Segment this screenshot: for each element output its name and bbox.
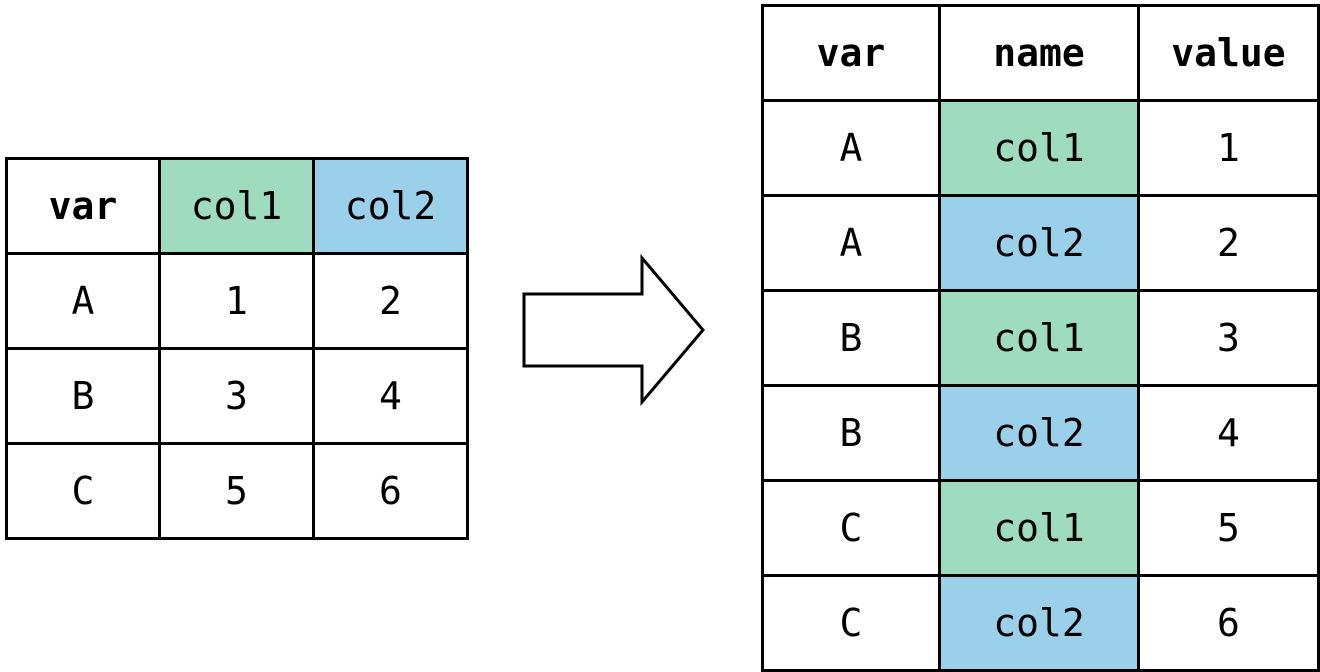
- table-row: A col2 2: [761, 194, 1320, 292]
- wide-table: var col1 col2 A 1 2 B 3 4 C 5 6: [5, 157, 469, 540]
- wide-cell-col1: 3: [158, 347, 315, 445]
- long-cell-value: 6: [1137, 574, 1320, 672]
- long-header-var: var: [761, 4, 941, 102]
- long-cell-value: 3: [1137, 289, 1320, 387]
- wide-cell-var: B: [5, 347, 161, 445]
- long-table: var name value A col1 1 A col2 2 B col1 …: [761, 4, 1320, 672]
- table-row: C col1 5: [761, 479, 1320, 577]
- right-arrow-icon: [522, 254, 705, 406]
- long-cell-value: 4: [1137, 384, 1320, 482]
- long-cell-var: A: [761, 99, 941, 197]
- wide-cell-var: A: [5, 252, 161, 350]
- wide-table-header-row: var col1 col2: [5, 157, 469, 255]
- long-cell-var: B: [761, 289, 941, 387]
- wide-header-var: var: [5, 157, 161, 255]
- long-cell-name: col2: [938, 384, 1140, 482]
- long-cell-var: C: [761, 574, 941, 672]
- wide-cell-col2: 6: [312, 442, 469, 540]
- table-row: C col2 6: [761, 574, 1320, 672]
- table-row: B 3 4: [5, 347, 469, 445]
- table-row: B col2 4: [761, 384, 1320, 482]
- long-cell-name: col1: [938, 289, 1140, 387]
- wide-header-col2: col2: [312, 157, 469, 255]
- table-row: C 5 6: [5, 442, 469, 540]
- long-cell-value: 1: [1137, 99, 1320, 197]
- long-cell-name: col1: [938, 479, 1140, 577]
- long-cell-name: col2: [938, 194, 1140, 292]
- long-header-value: value: [1137, 4, 1320, 102]
- long-cell-value: 5: [1137, 479, 1320, 577]
- long-table-header-row: var name value: [761, 4, 1320, 102]
- table-row: A 1 2: [5, 252, 469, 350]
- wide-cell-col2: 4: [312, 347, 469, 445]
- long-cell-var: A: [761, 194, 941, 292]
- long-header-name: name: [938, 4, 1140, 102]
- long-cell-var: C: [761, 479, 941, 577]
- table-row: A col1 1: [761, 99, 1320, 197]
- wide-cell-col2: 2: [312, 252, 469, 350]
- long-cell-value: 2: [1137, 194, 1320, 292]
- wide-cell-col1: 1: [158, 252, 315, 350]
- long-cell-var: B: [761, 384, 941, 482]
- wide-header-col1: col1: [158, 157, 315, 255]
- wide-cell-var: C: [5, 442, 161, 540]
- wide-cell-col1: 5: [158, 442, 315, 540]
- table-row: B col1 3: [761, 289, 1320, 387]
- long-cell-name: col1: [938, 99, 1140, 197]
- long-cell-name: col2: [938, 574, 1140, 672]
